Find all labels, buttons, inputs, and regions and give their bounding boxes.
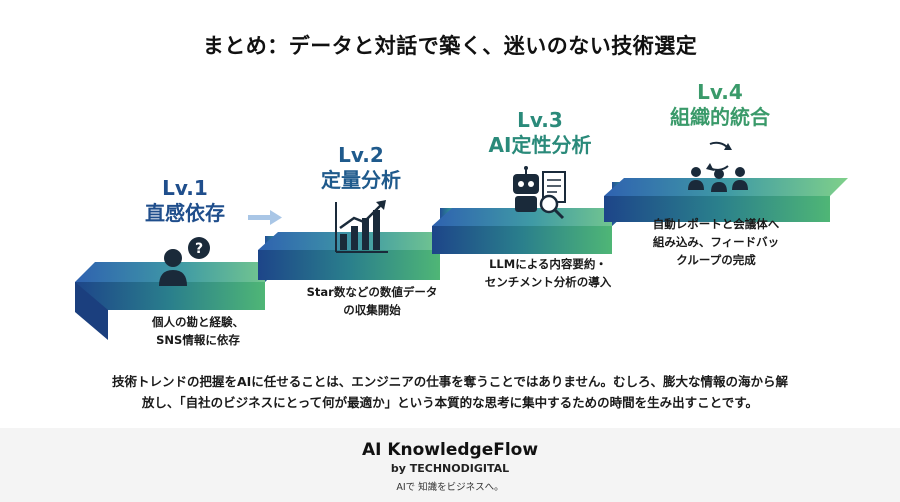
step-2 [258, 232, 460, 280]
level-4-number: Lv.4 [697, 80, 743, 104]
level-2-description: Star数などの数値データ の収集開始 [306, 285, 438, 317]
summary-text: 技術トレンドの把握をAIに任せることは、エンジニアの仕事を奪うことではありません… [111, 374, 789, 410]
person-question-icon: ? [159, 237, 210, 286]
level-1-description: 個人の勘と経験、 SNS情報に依存 [152, 315, 244, 347]
team-cycle-icon [688, 141, 748, 192]
level-2-label: Lv.2 定量分析 [296, 143, 426, 193]
level-3-label: Lv.3 AI定性分析 [460, 108, 620, 158]
page-title: まとめ：データと対話で築く、迷いのない技術選定 [202, 34, 698, 58]
level-4-label: Lv.4 組織的統合 [650, 80, 790, 130]
level-3-number: Lv.3 [517, 108, 563, 132]
level-2-number: Lv.2 [338, 143, 384, 167]
brand-name: AI KnowledgeFlow [361, 440, 539, 460]
bar-chart-growth-icon [335, 200, 388, 253]
arrow-right-icon [248, 210, 282, 225]
level-3-description: LLMによる内容要約・ センチメント分析の導入 [484, 257, 612, 289]
svg-text:?: ? [195, 241, 203, 257]
brand-by-line: by TECHNODIGITAL [390, 462, 510, 475]
robot-document-icon [513, 166, 566, 220]
staircase-diagram: ? [75, 141, 848, 340]
level-1-number: Lv.1 [162, 176, 208, 200]
level-1-label: Lv.1 直感依存 [120, 176, 250, 226]
footer: AI KnowledgeFlow by TECHNODIGITAL AIで 知識… [0, 428, 900, 502]
level-1-name: 直感依存 [145, 201, 225, 225]
level-4-name: 組織的統合 [670, 105, 770, 129]
level-3-name: AI定性分析 [488, 133, 592, 157]
brand-tagline: AIで 知識をビジネスへ。 [396, 482, 504, 493]
level-4-description: 自動レポートと会議体へ 組み込み、フィードバッ クループの完成 [652, 217, 780, 267]
level-2-name: 定量分析 [321, 168, 401, 192]
step-3 [432, 208, 632, 254]
